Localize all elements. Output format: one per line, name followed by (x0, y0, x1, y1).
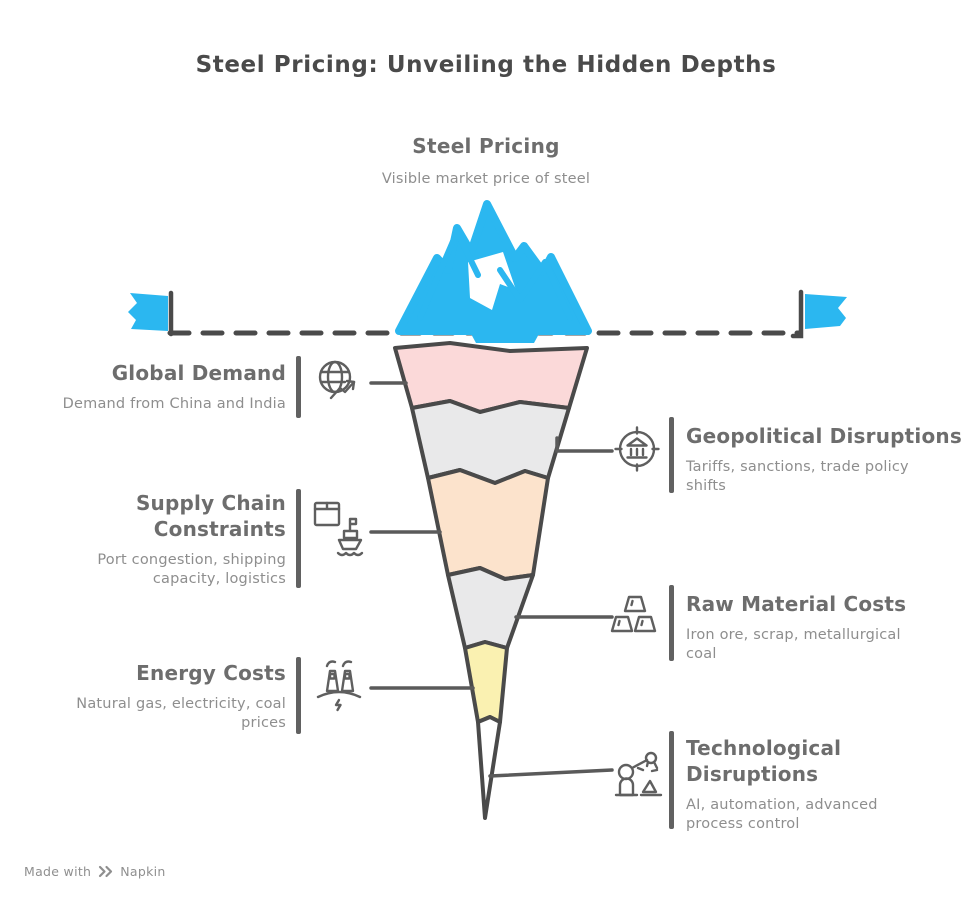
geopolitical-heading: Geopolitical Disruptions (686, 424, 962, 448)
iceberg-layers (393, 341, 589, 820)
iceberg-tip-base (470, 332, 540, 343)
energy-heading: Energy Costs (136, 661, 286, 685)
iceberg-tip-hollow (468, 252, 516, 310)
label-technological: Technological Disruptions AI, automation… (686, 735, 926, 834)
supply-chain-description: Port congestion, shipping capacity, logi… (97, 552, 286, 588)
supply-chain-heading: Supply Chain Constraints (135, 491, 286, 541)
raw-material-description: Iron ore, scrap, metallurgical coal (686, 627, 901, 663)
energy-description: Natural gas, electricity, coal prices (76, 696, 286, 732)
divider-technological (669, 731, 674, 829)
layer-energy-shape (463, 640, 509, 724)
label-geopolitical: Geopolitical Disruptions Tariffs, sancti… (686, 423, 962, 496)
right-flag-pole (790, 289, 804, 339)
technological-description: AI, automation, advanced process control (686, 797, 878, 833)
right-flag-cloth (805, 294, 847, 329)
label-energy: Energy Costs Natural gas, electricity, c… (36, 660, 286, 733)
connector-technological (488, 768, 614, 778)
surface-label: Steel Pricing (412, 134, 560, 158)
layer-technological-shape (476, 715, 502, 820)
globe-trend-icon (312, 357, 360, 405)
divider-supply-chain (296, 489, 301, 588)
iceberg-tip (395, 200, 592, 343)
napkin-brand-text: Napkin (120, 864, 166, 879)
made-with-napkin[interactable]: Made with Napkin (24, 864, 166, 879)
cargo-ship-icon (308, 497, 364, 559)
right-flag (790, 289, 847, 339)
surface-description: Visible market price of steel (381, 171, 591, 187)
divider-global-demand (296, 356, 301, 418)
left-flag-cloth (128, 293, 168, 331)
layer-supply-chain-shape (426, 468, 550, 581)
power-plant-icon (314, 657, 364, 713)
technological-heading: Technological Disruptions (686, 736, 842, 786)
label-global-demand: Global Demand Demand from China and Indi… (36, 360, 286, 414)
global-demand-heading: Global Demand (111, 361, 286, 385)
layer-global-demand-shape (393, 341, 589, 414)
connector-geopolitical (555, 436, 614, 453)
layer-raw-material-shape (446, 566, 535, 650)
global-demand-description: Demand from China and India (62, 396, 286, 412)
divider-geopolitical (669, 417, 674, 493)
left-flag (128, 290, 174, 337)
bank-target-icon (613, 425, 661, 473)
ingots-icon (608, 591, 662, 641)
page-title: Steel Pricing: Unveiling the Hidden Dept… (195, 52, 777, 78)
connectors (369, 381, 614, 778)
layer-geopolitical-shape (410, 399, 571, 485)
robot-arm-icon (608, 737, 664, 803)
label-supply-chain: Supply Chain Constraints Port congestion… (36, 490, 286, 589)
label-raw-material: Raw Material Costs Iron ore, scrap, meta… (686, 591, 926, 664)
napkin-logo-icon (98, 865, 113, 878)
iceberg-tip-sketch-strokes (417, 229, 573, 321)
made-with-text: Made with (24, 864, 92, 879)
raw-material-heading: Raw Material Costs (686, 592, 907, 616)
divider-raw-material (669, 585, 674, 661)
geopolitical-description: Tariffs, sanctions, trade policy shifts (686, 459, 909, 495)
divider-energy (296, 657, 301, 734)
